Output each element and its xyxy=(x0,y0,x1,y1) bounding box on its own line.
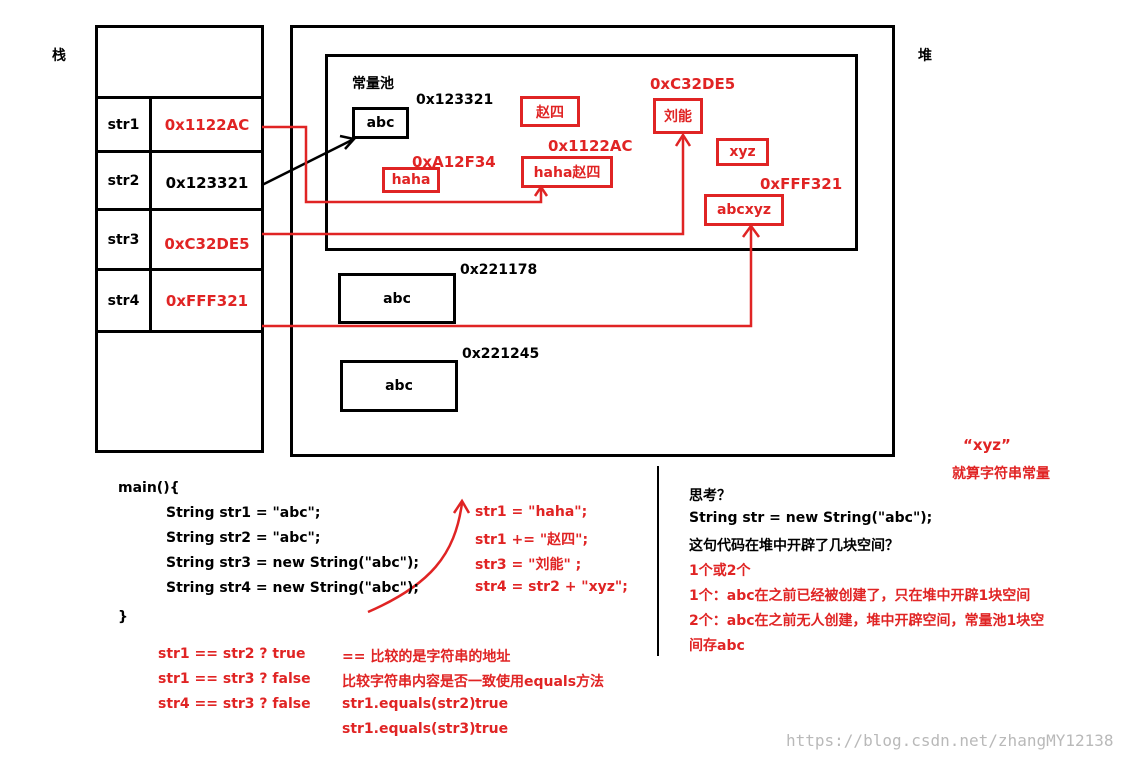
stack-var-address: 0xFFF321 xyxy=(165,291,249,310)
arrowhead xyxy=(339,134,357,150)
assignment-line: str1 += "赵四"; xyxy=(475,532,589,548)
equals-result: true xyxy=(475,696,509,712)
pool-zhaosi-box: 赵四 xyxy=(520,96,580,127)
code-line: String str4 = new String("abc"); xyxy=(166,580,419,596)
arrowhead xyxy=(533,184,549,197)
eq-note: == 比较的是字符串的地址 xyxy=(342,649,511,665)
stack-var-name: str2 xyxy=(107,172,140,189)
equals-result: true xyxy=(475,721,509,737)
stack-var-address: 0x123321 xyxy=(165,174,249,192)
comparison-line: str1 == str3 ? false xyxy=(158,671,311,687)
arrow-str3-to-liuneng xyxy=(262,136,685,236)
code-line: String str2 = "abc"; xyxy=(166,530,321,546)
equals-note: 比较字符串内容是否一致使用equals方法 xyxy=(342,674,605,690)
note-xyz: “xyz” xyxy=(963,436,1011,454)
heap-object-box: abc xyxy=(340,360,458,412)
think-code: String str = new String("abc"); xyxy=(689,510,933,526)
stack-divider xyxy=(95,268,264,271)
stack-label: 栈 xyxy=(52,48,66,64)
code-close: } xyxy=(118,609,128,625)
code-line: String str3 = new String("abc"); xyxy=(166,555,419,571)
stack-frame xyxy=(95,25,264,453)
pool-abc-box: abc xyxy=(352,107,409,139)
comparison-line: str4 == str3 ? false xyxy=(158,696,311,712)
think-question: 这句代码在堆中开辟了几块空间？ xyxy=(689,538,899,554)
note-text: 就算字符串常量 xyxy=(952,466,1050,482)
pool-haha-box: haha xyxy=(382,167,440,193)
stack-var-address: 0x1122AC xyxy=(164,115,250,134)
stack-divider xyxy=(95,96,264,99)
code-line: String str1 = "abc"; xyxy=(166,505,321,521)
arrow-str4-to-abcxyz xyxy=(262,227,753,328)
code-main: main(){ xyxy=(118,480,180,496)
arrow-str1-to-hahazhaosi xyxy=(262,125,543,204)
pool-xyz-box: xyz xyxy=(716,138,769,166)
watermark: https://blog.csdn.net/zhangMY12138 xyxy=(786,731,1114,750)
heap-object-address: 0x221178 xyxy=(460,262,538,278)
stack-column-divider xyxy=(149,96,152,333)
arrow-code-to-assignments xyxy=(367,502,464,614)
think-answer: 间存abc xyxy=(689,638,745,654)
stack-var-name: str4 xyxy=(107,292,140,309)
stack-var-name: str1 xyxy=(107,116,140,133)
think-title: 思考？ xyxy=(689,488,731,504)
pool-hahazhaosi-address: 0x1122AC xyxy=(548,137,633,155)
pool-hahazhaosi-box: haha赵四 xyxy=(521,156,613,188)
stack-var-address: 0xC32DE5 xyxy=(164,235,250,253)
heap-object-address: 0x221245 xyxy=(462,346,540,362)
pool-haha-address: 0xA12F34 xyxy=(412,153,496,171)
assignment-line: str4 = str2 + "xyz"; xyxy=(475,579,628,595)
arrowhead xyxy=(674,132,692,147)
assignment-line: str3 = "刘能" ; xyxy=(475,557,582,573)
arrowhead xyxy=(741,223,761,238)
stack-divider xyxy=(95,150,264,153)
think-answer: 2个：abc在之前无人创建，堆中开辟空间，常量池1块空 xyxy=(689,613,1045,629)
think-answer: 1个或2个 xyxy=(689,563,751,579)
equals-call: str1.equals(str3) xyxy=(342,721,476,737)
constant-pool-label: 常量池 xyxy=(352,76,394,92)
stack-divider xyxy=(95,330,264,333)
pool-abcxyz-box: abcxyz xyxy=(704,194,784,226)
pool-liuneng-box: 刘能 xyxy=(653,98,703,134)
heap-object-box: abc xyxy=(338,273,456,324)
comparison-line: str1 == str2 ? true xyxy=(158,646,306,662)
arrowhead xyxy=(452,498,471,514)
pool-liuneng-address: 0xC32DE5 xyxy=(650,75,736,93)
pool-abc-address: 0x123321 xyxy=(416,92,494,108)
pool-abcxyz-address: 0xFFF321 xyxy=(760,175,843,193)
stack-divider xyxy=(95,208,264,211)
assignment-line: str1 = "haha"; xyxy=(475,504,588,520)
heap-label: 堆 xyxy=(918,48,932,64)
think-answer: 1个：abc在之前已经被创建了，只在堆中开辟1块空间 xyxy=(689,588,1031,604)
heap-frame xyxy=(290,25,895,457)
stack-var-name: str3 xyxy=(107,231,140,248)
equals-call: str1.equals(str2) xyxy=(342,696,476,712)
